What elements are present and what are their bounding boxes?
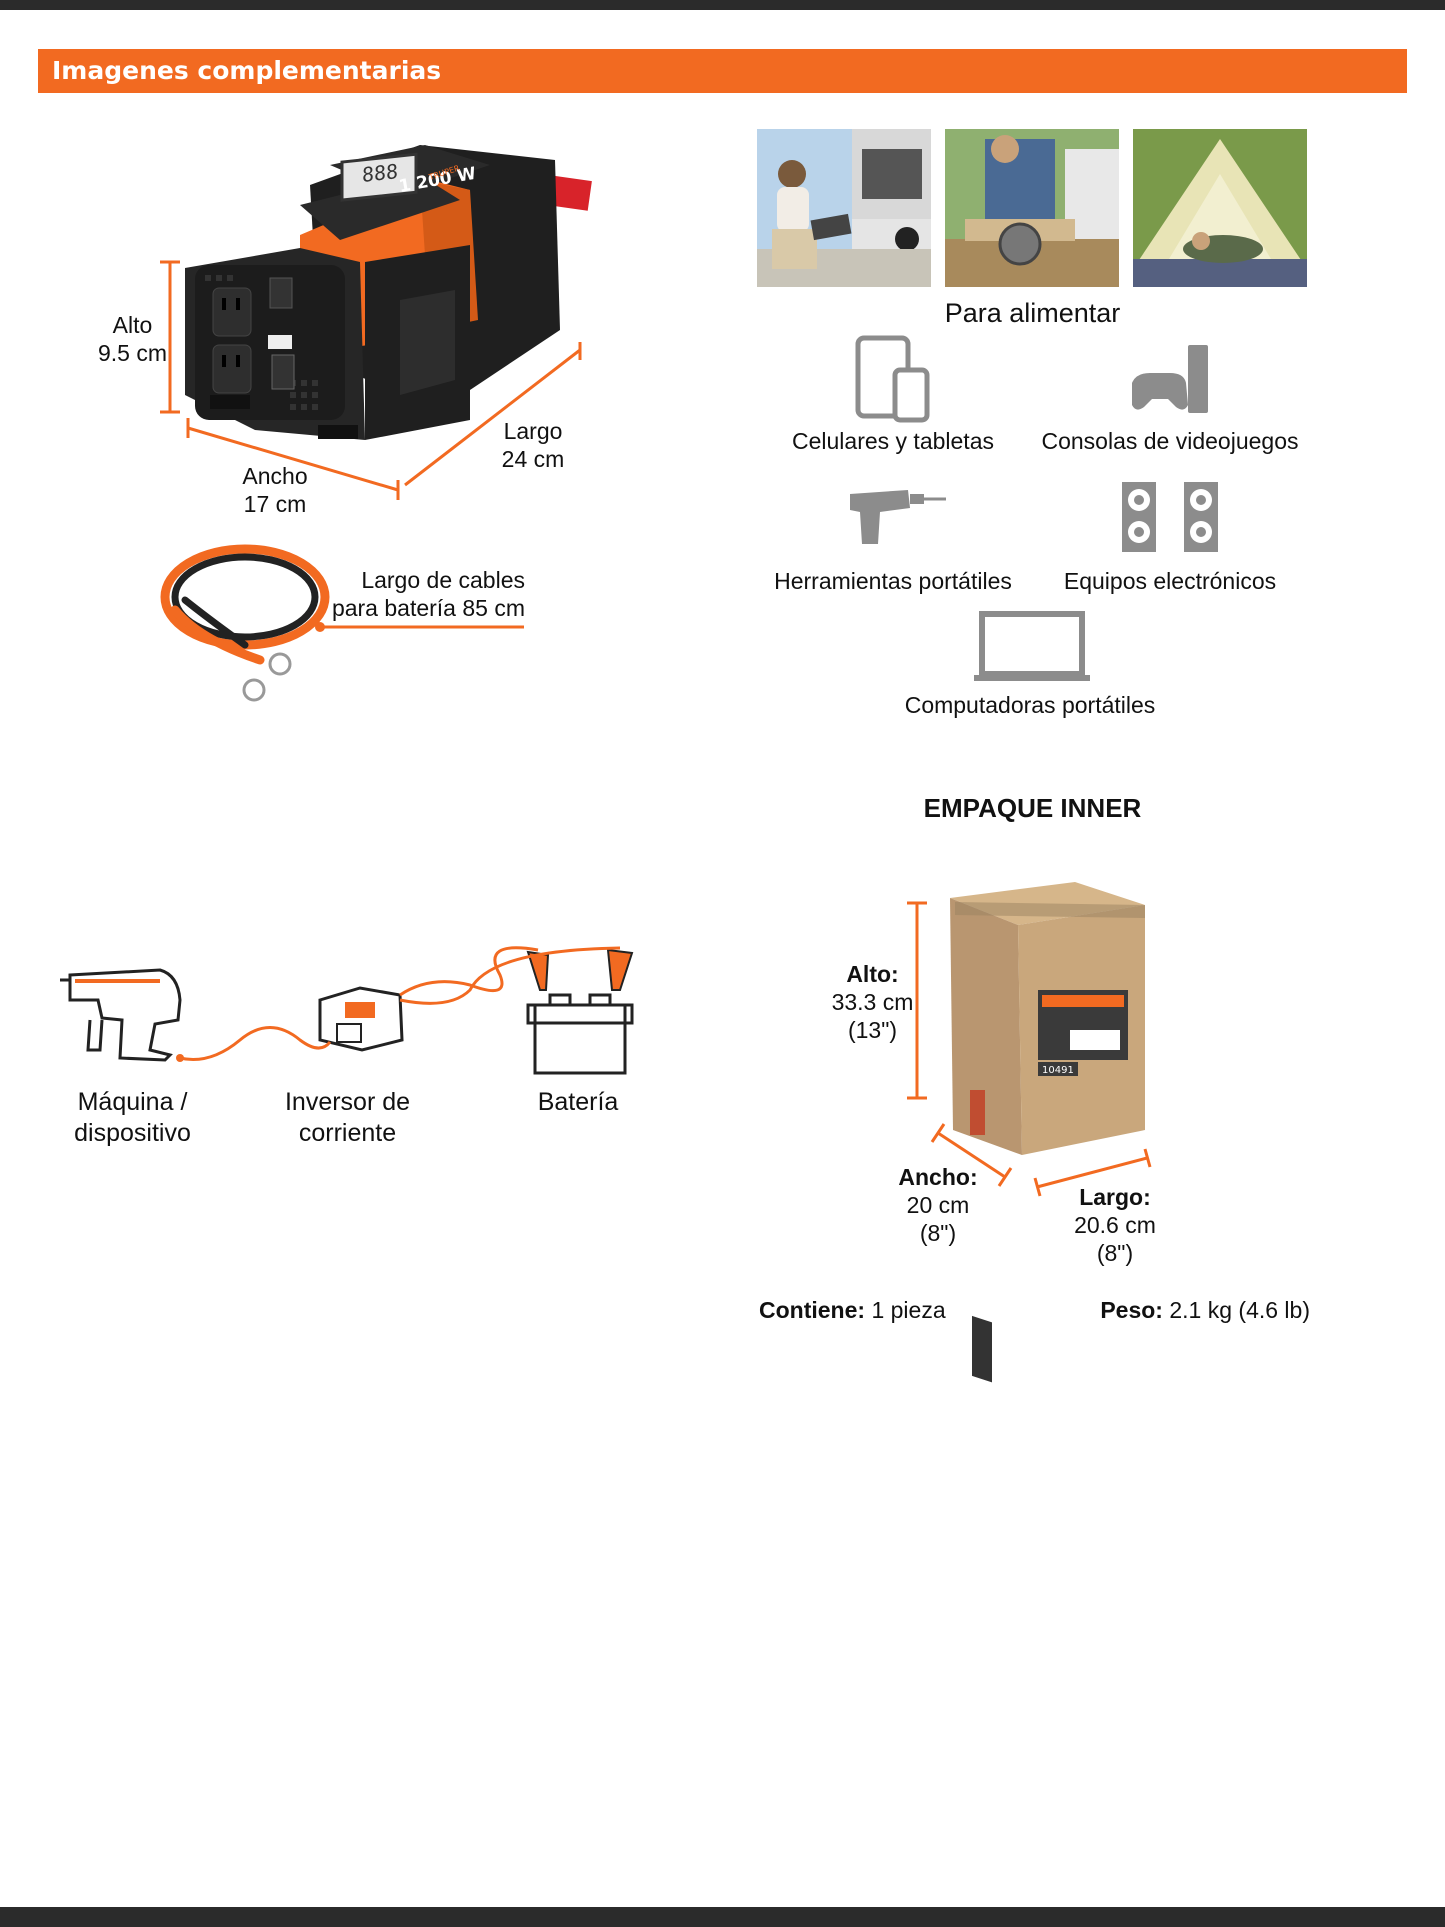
package-largo-cm: 20.6 cm [1074,1212,1156,1238]
peso-value: 2.1 kg (4.6 lb) [1169,1297,1310,1323]
package-title: EMPAQUE INNER [923,793,1142,823]
bottom-bar [0,1907,1445,1927]
svg-text:888: 888 [362,159,398,187]
uses-item-phones: Celulares y tabletas [792,428,994,454]
box-code: 10491 [1042,1065,1074,1076]
diagram-inverter-line1: Inversor de [284,1088,411,1116]
cable-length-line1: Largo de cables [361,567,525,593]
photo-woman-laptop-car [757,129,931,287]
photo-man-circular-saw [945,129,1119,287]
package-alto-in: (13") [847,1017,898,1043]
ancho-value: 17 cm [243,491,307,517]
game-console-icon [1132,345,1208,413]
package-ancho-cm: 20 cm [906,1192,970,1218]
cable-length-line2: para batería 85 cm [331,595,525,621]
diagram-device-line1: Máquina / [77,1088,188,1116]
photo-tent-camping [1133,129,1307,287]
uses-item-tools: Herramientas portátiles [774,568,1012,594]
speakers-icon [1122,482,1218,552]
peso-label: Peso: [1100,1297,1163,1323]
package-alto-cm: 33.3 cm [831,989,914,1015]
package-contents: Contiene: 1 pieza [759,1296,1019,1324]
contiene-label: Contiene: [759,1297,866,1323]
top-bar [0,0,1445,10]
phone-tablet-icon [855,335,930,423]
package-alto-label: Alto: [846,961,899,987]
uses-title: Para alimentar [944,298,1121,328]
package-largo-label: Largo: [1079,1184,1151,1210]
alto-label: Alto [112,312,153,338]
contiene-value: 1 pieza [871,1297,946,1323]
inverter-device-icon [318,986,404,1052]
battery-icon [526,993,634,1075]
uses-item-laptops: Computadoras portátiles [904,692,1156,718]
uses-item-consoles: Consolas de videojuegos [1041,428,1299,454]
package-largo-in: (8") [1096,1240,1134,1266]
uses-item-electronics: Equipos electrónicos [1063,568,1277,594]
ancho-label: Ancho [242,463,308,489]
alto-value: 9.5 cm [97,340,168,366]
diagram-device-line2: dispositivo [74,1119,191,1147]
package-ancho-in: (8") [919,1220,957,1246]
largo-value: 24 cm [501,446,565,472]
package-weight: Peso: 2.1 kg (4.6 lb) [1060,1296,1310,1324]
drill-icon [850,490,946,544]
laptop-icon [974,611,1090,681]
diagram-battery: Batería [537,1088,619,1116]
diagram-inverter-line2: corriente [298,1119,397,1147]
package-ancho-label: Ancho: [898,1164,978,1190]
section-header: Imagenes complementarias [38,49,1407,93]
drill-device-icon [60,968,182,1062]
largo-label: Largo [503,418,563,444]
